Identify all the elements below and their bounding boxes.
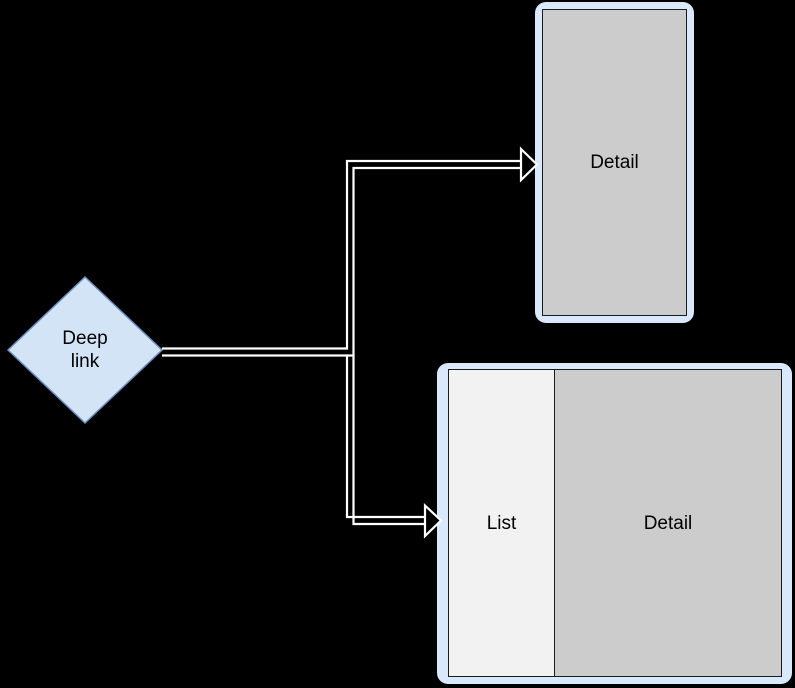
- edge-deeplink-to-split[interactable]: [345, 355, 443, 539]
- pane-list-label: List: [486, 512, 517, 534]
- diamond-shape-icon: [6, 275, 164, 425]
- pane-split-detail[interactable]: Detail: [555, 370, 781, 676]
- screen-detail-content: Detail: [542, 9, 687, 316]
- pane-detail-label: Detail: [590, 152, 639, 173]
- pane-list[interactable]: List: [449, 370, 555, 676]
- pane-detail[interactable]: Detail: [543, 10, 686, 315]
- pane-split-detail-label: Detail: [643, 512, 693, 534]
- node-screen-split[interactable]: List Detail: [437, 363, 792, 684]
- edge-deeplink-to-detail[interactable]: [162, 146, 539, 357]
- screen-split-content: List Detail: [448, 369, 782, 677]
- node-deep-link[interactable]: Deep link: [6, 275, 164, 425]
- node-screen-detail[interactable]: Detail: [535, 2, 694, 323]
